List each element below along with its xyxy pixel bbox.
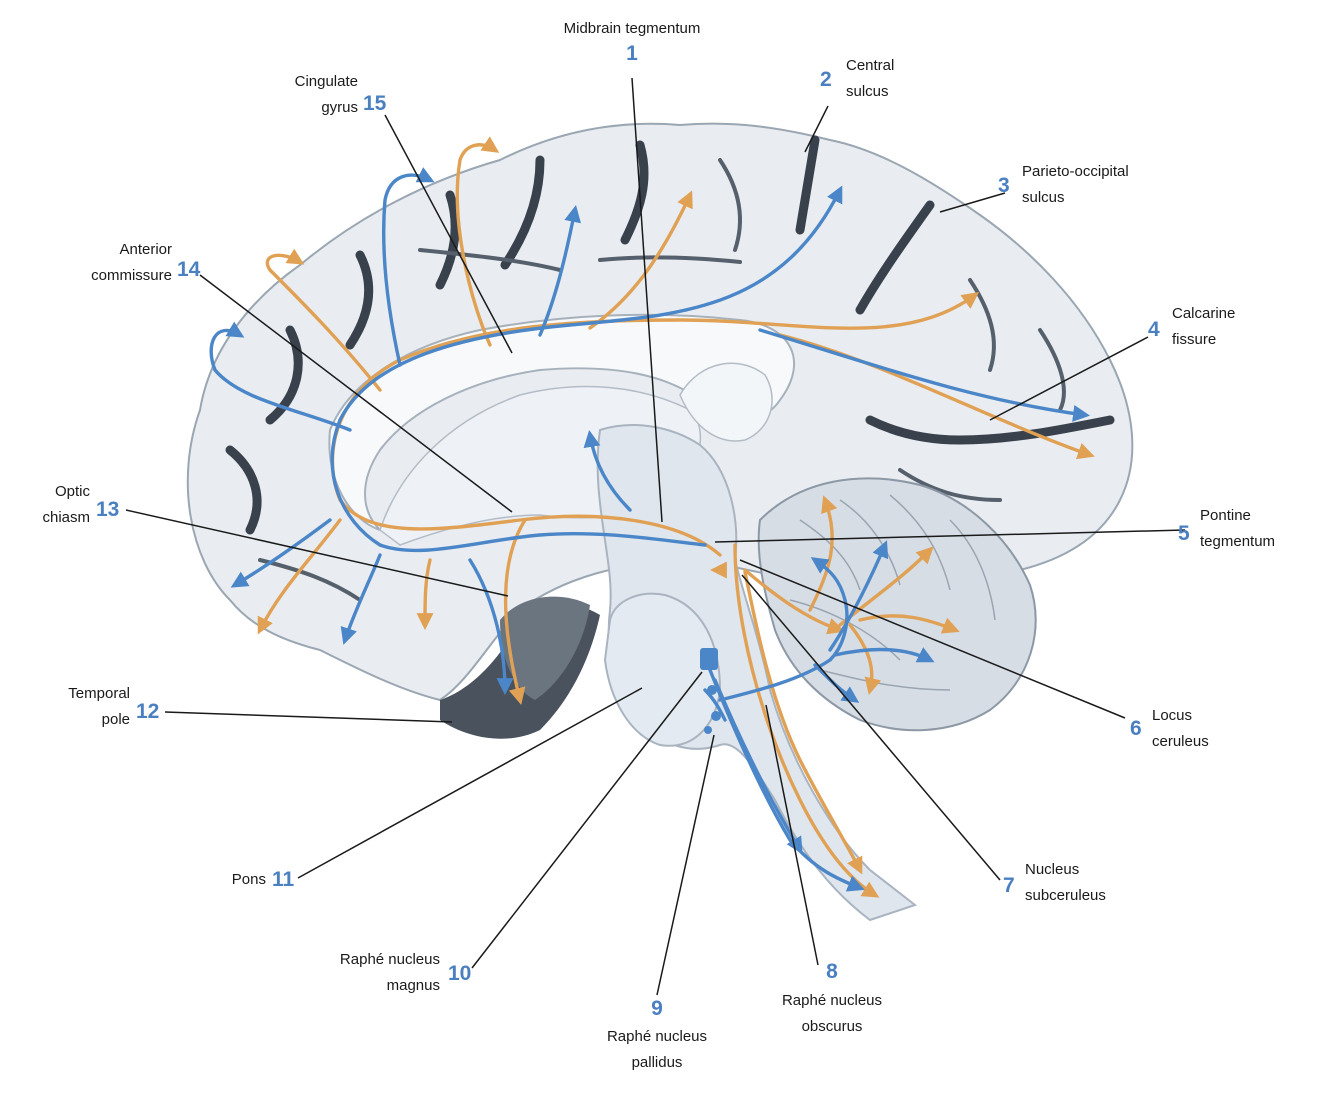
label-8-text-1: Raphé nucleus <box>782 992 882 1009</box>
label-1-text: Midbrain tegmentum <box>564 20 701 37</box>
label-12-text-1: Temporal <box>68 685 130 702</box>
label-8-number: 8 <box>826 960 838 983</box>
label-12-number: 12 <box>136 700 159 723</box>
label-7-text-2: subceruleus <box>1025 887 1106 904</box>
label-4-text-2: fissure <box>1172 331 1216 348</box>
label-3-number: 3 <box>998 174 1010 197</box>
label-13-number: 13 <box>96 498 119 521</box>
label-4-text-1: Calcarine <box>1172 305 1235 322</box>
label-9-text-1: Raphé nucleus <box>607 1028 707 1045</box>
label-9-number: 9 <box>651 997 663 1020</box>
label-6-text-1: Locus <box>1152 707 1192 724</box>
label-5-text-1: Pontine <box>1200 507 1251 524</box>
label-14-text-1: Anterior <box>119 241 172 258</box>
leader-lines <box>125 77 1186 996</box>
label-12: Temporal pole 12 <box>68 685 159 728</box>
label-15: Cingulate gyrus 15 <box>295 73 387 116</box>
label-1-number: 1 <box>626 42 638 65</box>
label-4-number: 4 <box>1148 318 1160 341</box>
label-14: Anterior commissure 14 <box>91 241 201 284</box>
raphe-nucleus-marker <box>700 648 718 670</box>
label-7-number: 7 <box>1003 874 1015 897</box>
label-6-number: 6 <box>1130 717 1142 740</box>
label-13-text-1: Optic <box>55 483 91 500</box>
label-11-number: 11 <box>272 868 295 891</box>
label-15-text-2: gyrus <box>321 99 358 116</box>
label-14-text-2: commissure <box>91 267 172 284</box>
label-2-text-2: sulcus <box>846 83 889 100</box>
serotonergic-pathways <box>209 167 1091 892</box>
label-8: 8 Raphé nucleus obscurus <box>782 960 882 1035</box>
label-8-text-2: obscurus <box>802 1018 863 1035</box>
label-9-text-2: pallidus <box>632 1054 683 1071</box>
label-11: Pons 11 <box>232 868 295 891</box>
label-13: Optic chiasm 13 <box>42 483 119 526</box>
label-2-text-1: Central <box>846 57 894 74</box>
label-2-number: 2 <box>820 68 832 91</box>
label-3: 3 Parieto-occipital sulcus <box>998 163 1129 206</box>
label-7-text-1: Nucleus <box>1025 861 1079 878</box>
label-15-text-1: Cingulate <box>295 73 358 90</box>
label-6-text-2: ceruleus <box>1152 733 1209 750</box>
brain-anatomy <box>186 122 1134 922</box>
label-10-text-1: Raphé nucleus <box>340 951 440 968</box>
hippocampal-region <box>500 596 590 700</box>
label-3-text-2: sulcus <box>1022 189 1065 206</box>
label-10-number: 10 <box>448 962 471 985</box>
label-7: 7 Nucleus subceruleus <box>1003 861 1106 904</box>
label-12-text-2: pole <box>102 711 130 728</box>
label-6: 6 Locus ceruleus <box>1130 707 1209 750</box>
thalamus <box>679 362 773 442</box>
label-9: 9 Raphé nucleus pallidus <box>607 997 707 1071</box>
sulci <box>225 135 1115 602</box>
label-3-text-1: Parieto-occipital <box>1022 163 1129 180</box>
label-13-text-2: chiasm <box>42 509 90 526</box>
label-15-number: 15 <box>363 92 387 115</box>
label-5-number: 5 <box>1178 522 1190 545</box>
label-1: Midbrain tegmentum 1 <box>564 20 701 65</box>
label-10: Raphé nucleus magnus 10 <box>340 951 471 994</box>
label-10-text-2: magnus <box>387 977 440 994</box>
label-2: 2 Central sulcus <box>820 57 894 100</box>
label-4: 4 Calcarine fissure <box>1148 305 1235 348</box>
label-14-number: 14 <box>177 258 201 281</box>
label-11-text: Pons <box>232 871 266 888</box>
label-5: 5 Pontine tegmentum <box>1178 507 1275 550</box>
label-5-text-2: tegmentum <box>1200 533 1275 550</box>
